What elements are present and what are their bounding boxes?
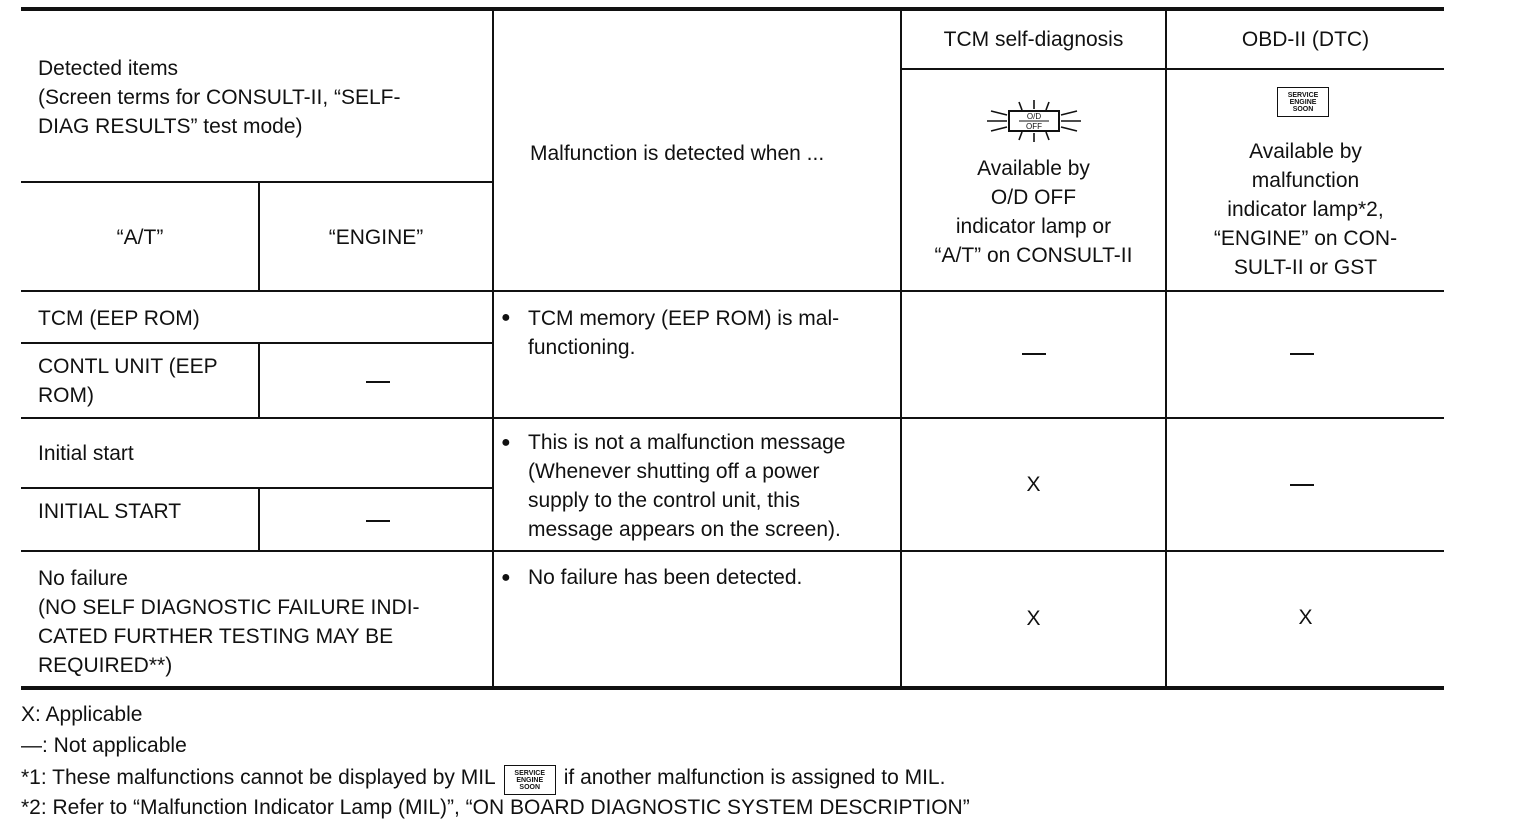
row1-malfunction: TCM memory (EEP ROM) is mal- functioning… (528, 304, 839, 362)
row2-tcm-applicable: X (1026, 473, 1041, 496)
row2-split-line (21, 487, 493, 489)
footnote-not-applicable: —: Not applicable (21, 734, 187, 757)
col-at-engine-line-r1 (258, 342, 260, 418)
header-line: Detected items (38, 57, 179, 80)
row3-obd-applicable: X (1298, 606, 1313, 629)
detected-split-line (21, 181, 493, 183)
footnote-applicable: X: Applicable (21, 703, 143, 726)
obd-avail-line: malfunction (1251, 169, 1360, 192)
row2-malfunction-line: message appears on the screen). (528, 518, 841, 541)
ses-line: SOON (519, 783, 541, 791)
tcm-avail-line: Available by (977, 157, 1090, 180)
obd-avail-line: indicator lamp*2, (1227, 198, 1384, 221)
row1-tcm-not-applicable (1022, 353, 1046, 355)
row1-engine-item: CONTL UNIT (EEP ROM) (38, 352, 218, 410)
row2-bullet: ● (501, 434, 511, 451)
obd-avail-line: “ENGINE” on CON- (1213, 227, 1398, 250)
od-off-lamp-icon: O/D OFF (987, 100, 1081, 142)
row1-malfunction-line: functioning. (528, 336, 636, 359)
row2-engine-not-applicable (366, 520, 390, 522)
row2-malfunction: This is not a malfunction message (Whene… (528, 428, 845, 544)
ses-line: ENGINE (1289, 98, 1317, 106)
table-top-border (21, 7, 1444, 11)
ses-line: ENGINE (516, 776, 544, 784)
row1-engine-not-applicable (366, 381, 390, 383)
row1-bullet: ● (501, 309, 511, 326)
row1-obd-not-applicable (1290, 353, 1314, 355)
obd-availability: Available by malfunction indicator lamp*… (1167, 137, 1444, 282)
row3-at-line: CATED FURTHER TESTING MAY BE (38, 625, 394, 648)
row1-engine-line: CONTL UNIT (EEP (38, 355, 218, 378)
malfunction-header: Malfunction is detected when ... (530, 142, 825, 165)
col-tcm-line (900, 7, 902, 689)
footnote-1-text-b: if another malfunction is assigned to MI… (563, 766, 946, 789)
row3-at-line: (NO SELF DIAGNOSTIC FAILURE INDI- (38, 596, 420, 619)
detected-items-header: Detected items (Screen terms for CONSULT… (38, 54, 401, 141)
at-header: “A/T” (116, 226, 164, 249)
obd-avail-line: Available by (1249, 140, 1362, 163)
row2-malfunction-line: (Whenever shutting off a power (528, 460, 820, 483)
footnote-1: *1: These malfunctions cannot be display… (21, 763, 946, 795)
row3-tcm-applicable: X (1026, 607, 1041, 630)
row1-malfunction-line: TCM memory (EEP ROM) is mal- (528, 307, 840, 330)
row1-bottom-line (21, 417, 1444, 419)
row3-bullet: ● (501, 569, 511, 586)
footnote-2: *2: Refer to “Malfunction Indicator Lamp… (21, 796, 970, 819)
tcm-avail-line: O/D OFF (990, 186, 1077, 209)
header-line: (Screen terms for CONSULT-II, “SELF- (38, 86, 401, 109)
tcm-availability: Available by O/D OFF indicator lamp or “… (902, 154, 1165, 270)
engine-header: “ENGINE” (328, 226, 424, 249)
od-lamp-label: O/D (1027, 112, 1041, 121)
header-split-line (901, 68, 1444, 70)
service-engine-soon-lamp-icon: SERVICE ENGINE SOON (1277, 87, 1329, 117)
row2-engine-item: INITIAL START (38, 500, 182, 523)
footnote-1-text-a: *1: These malfunctions cannot be display… (21, 766, 496, 789)
ses-line: SOON (1292, 105, 1314, 113)
row2-at-item: Initial start (38, 442, 134, 465)
header-line: DIAG RESULTS” test mode) (38, 115, 303, 138)
row2-bottom-line (21, 550, 1444, 552)
row2-malfunction-line: This is not a malfunction message (528, 431, 846, 454)
header-bottom-line (21, 290, 1444, 292)
col-at-engine-line-h (258, 181, 260, 291)
row3-at-line: No failure (38, 567, 128, 590)
tcm-self-diagnosis-header: TCM self-diagnosis (943, 28, 1124, 51)
obd-avail-line: SULT-II or GST (1233, 256, 1378, 279)
col-malfunction-line (492, 7, 494, 689)
row3-malfunction: No failure has been detected. (528, 566, 803, 589)
row1-engine-line: ROM) (38, 384, 94, 407)
col-at-engine-line-r2 (258, 487, 260, 551)
off-lamp-label: OFF (1026, 122, 1042, 131)
obd-dtc-header: OBD-II (DTC) (1241, 28, 1370, 51)
tcm-avail-line: indicator lamp or (955, 215, 1112, 238)
col-obd-line (1165, 7, 1167, 689)
table-bottom-border (21, 686, 1444, 690)
ses-line: SERVICE (514, 769, 546, 777)
row2-malfunction-line: supply to the control unit, this (528, 489, 800, 512)
service-engine-soon-inline-icon: SERVICE ENGINE SOON (503, 765, 556, 795)
row3-at-line: REQUIRED**) (38, 654, 173, 677)
tcm-avail-line: “A/T” on CONSULT-II (934, 244, 1133, 267)
row3-at-item: No failure (NO SELF DIAGNOSTIC FAILURE I… (38, 564, 420, 680)
ses-line: SERVICE (1287, 91, 1319, 99)
row1-at-item: TCM (EEP ROM) (38, 307, 200, 330)
row2-obd-not-applicable (1290, 484, 1314, 486)
row1-split-line (21, 342, 493, 344)
